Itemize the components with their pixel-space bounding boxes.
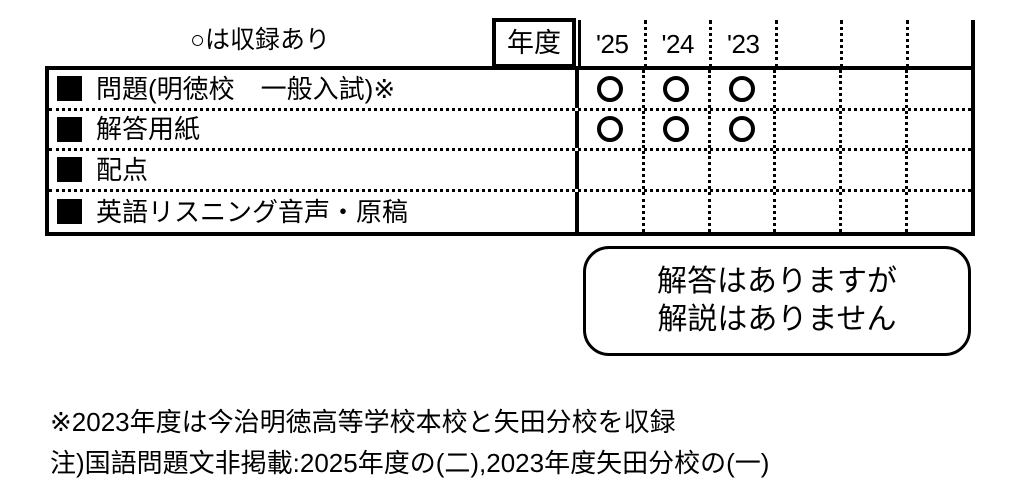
filled-square-icon bbox=[57, 157, 82, 183]
row-marks bbox=[579, 191, 971, 233]
filled-square-icon bbox=[57, 199, 82, 225]
footnote-line-2: 注)国語問題文非掲載:2025年度の(二),2023年度矢田分校の(一) bbox=[50, 448, 770, 479]
row-label-cell: 英語リスニング音声・原稿 bbox=[49, 191, 579, 232]
mark-cell bbox=[645, 191, 711, 232]
mark-cell bbox=[842, 191, 909, 232]
year-header-cell: 年度 bbox=[492, 18, 576, 68]
mark-cell bbox=[579, 110, 645, 148]
circle-mark-icon bbox=[597, 116, 624, 143]
mark-cell bbox=[776, 110, 843, 148]
row-marks bbox=[579, 70, 971, 108]
mark-cell bbox=[842, 151, 909, 189]
mark-cell bbox=[579, 151, 645, 189]
callout-line-2: 解説はありません bbox=[657, 303, 897, 336]
mark-cell bbox=[711, 151, 777, 189]
filled-square-icon bbox=[57, 116, 82, 142]
mark-cell bbox=[776, 70, 843, 108]
mark-cell bbox=[842, 110, 909, 148]
legend-text: ○は収録あり bbox=[189, 26, 331, 54]
year-header-label: 年度 bbox=[507, 27, 561, 58]
circle-mark-icon bbox=[729, 116, 756, 143]
circle-mark-icon bbox=[663, 75, 690, 102]
row-marks bbox=[579, 110, 971, 149]
answer-note-callout: 解答はありますが 解説はありません bbox=[583, 246, 971, 356]
year-column-header bbox=[843, 20, 909, 68]
year-columns-header: '25 '24 '23 bbox=[578, 20, 975, 68]
row-label-cell: 配点 bbox=[49, 151, 579, 189]
year-column-header bbox=[909, 20, 972, 68]
mark-cell bbox=[711, 191, 777, 232]
table-row: 配点 bbox=[49, 151, 971, 192]
mark-cell bbox=[908, 192, 971, 233]
mark-cell bbox=[645, 110, 711, 148]
row-label: 解答用紙 bbox=[96, 114, 201, 145]
mark-cell bbox=[908, 70, 971, 108]
mark-cell bbox=[908, 111, 971, 149]
row-label-cell: 解答用紙 bbox=[49, 110, 579, 148]
row-label-cell: 問題(明徳校 一般入試)※ bbox=[49, 70, 579, 108]
mark-cell bbox=[776, 191, 843, 232]
year-column-header: '23 bbox=[712, 20, 778, 68]
mark-cell bbox=[711, 110, 777, 148]
contents-table: 問題(明徳校 一般入試)※ 解答用紙 配点 bbox=[45, 66, 975, 236]
callout-line-1: 解答はありますが bbox=[657, 264, 897, 298]
table-row: 解答用紙 bbox=[49, 110, 971, 151]
filled-square-icon bbox=[57, 76, 82, 102]
mark-cell bbox=[645, 151, 711, 189]
mark-cell bbox=[645, 70, 711, 108]
year-column-header: '24 bbox=[647, 20, 712, 68]
mark-cell bbox=[776, 151, 843, 189]
mark-cell bbox=[579, 70, 645, 108]
mark-cell bbox=[842, 70, 909, 108]
row-marks bbox=[579, 151, 971, 189]
mark-cell bbox=[711, 70, 777, 108]
row-label: 英語リスニング音声・原稿 bbox=[96, 196, 409, 227]
table-row: 問題(明徳校 一般入試)※ bbox=[49, 70, 971, 111]
footnote-line-1: ※2023年度は今治明徳高等学校本校と矢田分校を収録 bbox=[50, 407, 676, 437]
row-label: 問題(明徳校 一般入試)※ bbox=[96, 73, 396, 104]
circle-mark-icon bbox=[663, 116, 690, 143]
mark-cell bbox=[579, 191, 645, 232]
circle-mark-icon bbox=[597, 75, 624, 102]
row-label: 配点 bbox=[96, 154, 149, 185]
year-column-header: '25 bbox=[581, 20, 647, 68]
year-column-header bbox=[778, 20, 843, 68]
mark-cell bbox=[908, 151, 971, 189]
footnotes: ※2023年度は今治明徳高等学校本校と矢田分校を収録 注)国語問題文非掲載:20… bbox=[50, 402, 769, 484]
circle-mark-icon bbox=[729, 75, 756, 102]
table-row: 英語リスニング音声・原稿 bbox=[49, 191, 971, 233]
